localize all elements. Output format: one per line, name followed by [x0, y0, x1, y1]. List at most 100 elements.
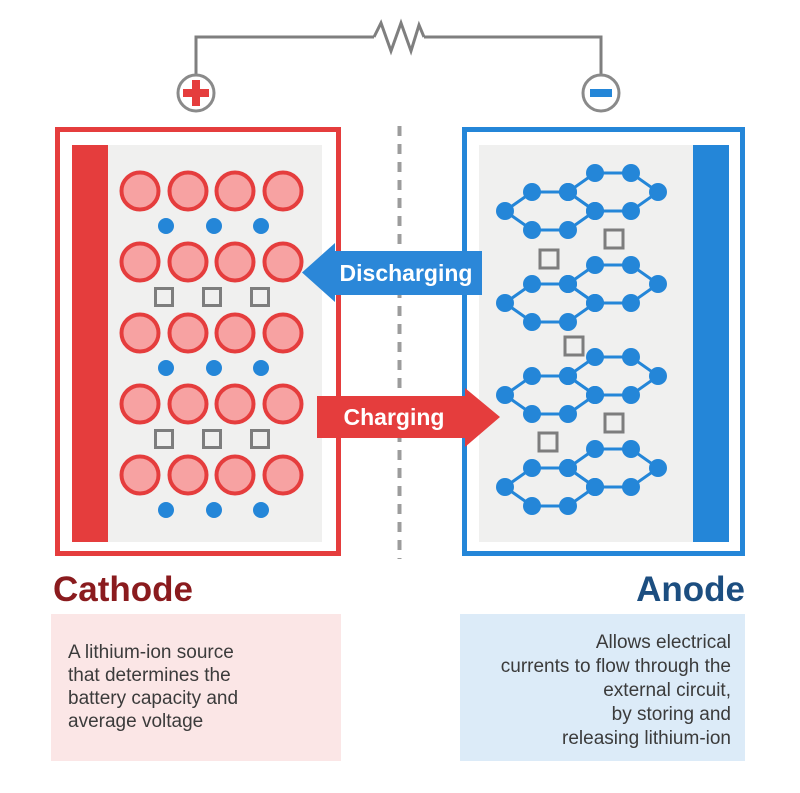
cathode-particle [167, 170, 209, 212]
graphite-carbon-dot [586, 202, 604, 220]
cathode-particle [214, 454, 256, 496]
lithium-ion-dot [206, 360, 222, 376]
graphite-carbon-dot [622, 294, 640, 312]
lithium-ion-dot [253, 502, 269, 518]
cathode-particle [119, 170, 161, 212]
graphite-carbon-dot [496, 294, 514, 312]
lithium-ion-dot [158, 502, 174, 518]
graphite-carbon-dot [622, 202, 640, 220]
graphite-carbon-dot [559, 221, 577, 239]
charging-arrow-label: Charging [344, 404, 445, 430]
cathode-particle [262, 241, 304, 283]
graphite-carbon-dot [586, 478, 604, 496]
minus-icon [590, 89, 612, 97]
plus-icon-vbar [192, 80, 200, 106]
graphite-carbon-dot [523, 183, 541, 201]
graphite-carbon-dot [622, 256, 640, 274]
cathode-label: Cathode [53, 570, 193, 609]
anode-description-box: Allows electrical currents to flow throu… [460, 614, 745, 761]
cathode-particle [214, 241, 256, 283]
charging-arrow: Charging [317, 388, 500, 447]
external-circuit [176, 18, 621, 113]
vacancy-square [563, 335, 585, 357]
cathode-particle [167, 241, 209, 283]
graphite-carbon-dot [523, 221, 541, 239]
graphite-carbon-dot [559, 183, 577, 201]
plus-icon [183, 80, 209, 106]
cathode-particle [262, 312, 304, 354]
cathode-particle [214, 312, 256, 354]
cathode-particle [262, 170, 304, 212]
anode-graphite-lattice [496, 164, 667, 515]
vacancy-square [202, 429, 222, 449]
cathode-description-text: A lithium-ion source that determines the… [68, 642, 239, 732]
vacancy-square [154, 429, 174, 449]
graphite-carbon-dot [523, 405, 541, 423]
anode-box [462, 127, 745, 556]
vacancy-square [202, 287, 222, 307]
lithium-ion-dot [253, 218, 269, 234]
vacancy-square [537, 431, 559, 453]
graphite-carbon-dot [622, 348, 640, 366]
graphite-carbon-dot [559, 405, 577, 423]
vacancy-square [250, 429, 270, 449]
graphite-carbon-dot [559, 313, 577, 331]
graphite-carbon-dot [496, 478, 514, 496]
cathode-particle [119, 241, 161, 283]
lithium-ion-dot [158, 360, 174, 376]
lithium-ion-dot [206, 218, 222, 234]
graphite-carbon-dot [523, 497, 541, 515]
lithium-ion-dot [158, 218, 174, 234]
vacancy-square [603, 228, 625, 250]
graphite-carbon-dot [622, 164, 640, 182]
graphite-carbon-dot [622, 440, 640, 458]
graphite-carbon-dot [559, 367, 577, 385]
cathode-box [55, 127, 341, 556]
cathode-particle [167, 383, 209, 425]
cathode-particle [262, 383, 304, 425]
graphite-carbon-dot [523, 367, 541, 385]
graphite-carbon-dot [523, 313, 541, 331]
graphite-carbon-dot [649, 275, 667, 293]
anode-description-text: Allows electrical currents to flow throu… [500, 632, 731, 749]
charging-arrow-shape [317, 388, 500, 447]
circuit-wire-left [194, 35, 374, 75]
graphite-carbon-dot [649, 459, 667, 477]
vacancy-square [538, 248, 560, 270]
graphite-carbon-dot [649, 183, 667, 201]
graphite-carbon-dot [622, 478, 640, 496]
vacancy-square [603, 412, 625, 434]
cathode-particle [214, 170, 256, 212]
cathode-particle [167, 312, 209, 354]
cathode-particle [214, 383, 256, 425]
graphite-carbon-dot [586, 386, 604, 404]
graphite-carbon-dot [586, 294, 604, 312]
lithium-ion-dot [206, 502, 222, 518]
graphite-carbon-dot [586, 440, 604, 458]
cathode-particle [119, 383, 161, 425]
graphite-carbon-dot [586, 164, 604, 182]
graphite-carbon-dot [496, 386, 514, 404]
vacancy-square [250, 287, 270, 307]
cathode-current-collector-bar [72, 145, 108, 542]
graphite-carbon-dot [622, 386, 640, 404]
graphite-carbon-dot [586, 348, 604, 366]
graphite-carbon-dot [496, 202, 514, 220]
graphite-carbon-dot [586, 256, 604, 274]
lithium-ion-dot [253, 360, 269, 376]
graphite-carbon-dot [559, 459, 577, 477]
resistor-icon [372, 18, 426, 56]
anode-label: Anode [636, 570, 745, 609]
vacancy-square [154, 287, 174, 307]
discharging-arrow: Discharging [302, 243, 482, 302]
cathode-description-box: A lithium-ion source that determines the… [51, 614, 341, 761]
anode-current-collector-bar [693, 145, 729, 542]
cathode-particle-lattice [119, 170, 304, 518]
graphite-carbon-dot [523, 459, 541, 477]
graphite-carbon-dot [649, 367, 667, 385]
discharging-arrow-label: Discharging [340, 260, 473, 286]
graphite-carbon-dot [559, 497, 577, 515]
graphite-carbon-dot [523, 275, 541, 293]
